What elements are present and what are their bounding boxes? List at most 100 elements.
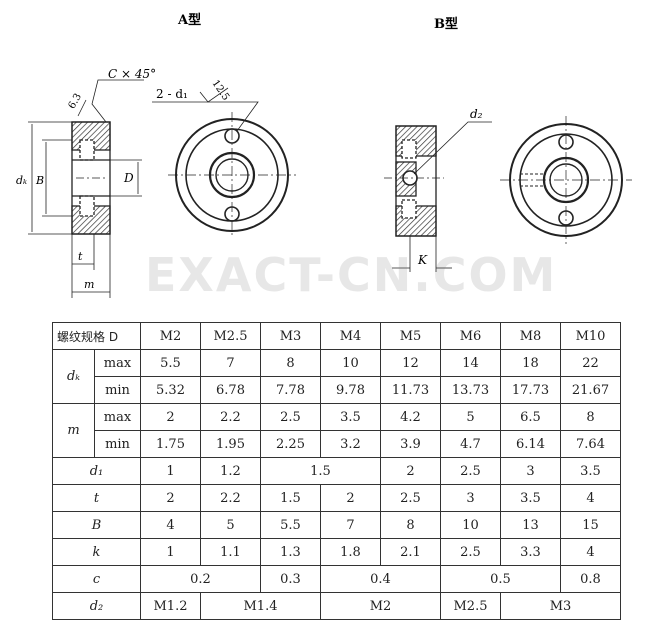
roughness-6-3: 6.3 [67,92,84,111]
dim-d-label: D [123,171,134,185]
table-cell: 2.5 [440,538,501,566]
table-cell: 10 [440,511,501,539]
dim-b-label: B [35,174,44,187]
table-cell: 5 [200,511,261,539]
table-cell: 0.8 [560,565,621,593]
table-cell: 8 [260,349,321,377]
table-cell: 3.5 [320,403,381,431]
m-min-row: min 1.75 1.95 2.25 3.2 3.9 4.7 6.14 7.64 [53,430,621,458]
table-cell: 6.78 [200,376,261,404]
chamfer-label: C × 45° [108,67,156,81]
table-cell: 1.1 [200,538,261,566]
table-cell: 1.8 [320,538,381,566]
table-cell: 3.5 [500,484,561,512]
type-b-title: B型 [434,16,458,32]
size-cell: M10 [560,322,621,350]
table-cell: 11.73 [380,376,441,404]
table-cell: 15 [560,511,621,539]
k-label: k [52,538,141,566]
dk-min-row: min 5.32 6.78 7.78 9.78 11.73 13.73 17.7… [53,376,621,404]
table-cell: 0.4 [320,565,441,593]
dk-label: dₖ [52,349,95,404]
header-row: 螺纹规格 D M2 M2.5 M3 M4 M5 M6 M8 M10 [52,322,621,350]
size-cell: M4 [320,322,381,350]
table-cell: 3 [440,484,501,512]
table-cell: 8 [380,511,441,539]
dim-d2-label: d₂ [470,107,483,121]
holes-label: 2 - d₁ [156,87,188,101]
m-max-label: max [94,403,141,431]
table-cell: 2.2 [200,484,261,512]
size-cell: M2 [140,322,201,350]
table-cell: 4 [560,484,621,512]
type-a-section-view [28,79,144,298]
type-a-title: A型 [177,12,201,28]
table-cell: M2.5 [440,592,501,620]
dk-max-row: dₖ max 5.5 7 8 10 12 14 18 22 [52,349,621,404]
table-cell: 1.2 [200,457,261,485]
table-cell: 22 [560,349,621,377]
t-label: t [52,484,141,512]
type-a-front-view [152,87,296,238]
d1-label: d₁ [52,457,141,485]
dim-t-label: t [78,250,83,263]
table-cell: M2 [320,592,441,620]
table-cell: 1.95 [200,430,261,458]
table-cell: 5 [440,403,501,431]
m-label: m [52,403,95,458]
table-cell: 2.1 [380,538,441,566]
table-cell: 2 [140,484,201,512]
table-cell: 4 [560,538,621,566]
table-cell: 5.5 [140,349,201,377]
dim-dk-label: dₖ [16,174,27,187]
table-cell: 2 [380,457,441,485]
size-cell: M6 [440,322,501,350]
table-cell: 7 [200,349,261,377]
table-cell: 2.5 [440,457,501,485]
table-cell: 3.2 [320,430,381,458]
table-cell: 3.5 [560,457,621,485]
table-cell: 6.5 [500,403,561,431]
table-cell: 1 [140,457,201,485]
table-cell: 18 [500,349,561,377]
table-cell: 1.75 [140,430,201,458]
dim-m-label: m [84,278,94,291]
table-cell: 0.3 [260,565,321,593]
table-cell: 0.5 [440,565,561,593]
table-cell: 13.73 [440,376,501,404]
size-cell: M8 [500,322,561,350]
size-cell: M5 [380,322,441,350]
d2-label: d₂ [52,592,141,620]
table-cell: 4.7 [440,430,501,458]
table-cell: 0.2 [140,565,261,593]
table-cell: 1.5 [260,457,381,485]
table-cell: 4 [140,511,201,539]
watermark: EXACT-CN.COM [145,248,558,302]
b-label: B [52,511,141,539]
table-cell: 8 [560,403,621,431]
c-label: c [52,565,141,593]
table-cell: 4.2 [380,403,441,431]
table-cell: 7.78 [260,376,321,404]
dk-min-label: min [94,376,141,404]
table-cell: 2.5 [260,403,321,431]
t-row: t 2 2.2 1.5 2 2.5 3 3.5 4 [52,484,621,512]
table-cell: 2.5 [380,484,441,512]
table-cell: 9.78 [320,376,381,404]
table-cell: 2.2 [200,403,261,431]
d1-row: d₁ 1 1.2 1.5 2 2.5 3 3.5 [52,457,621,485]
k-row: k 1 1.1 1.3 1.8 2.1 2.5 3.3 4 [52,538,621,566]
type-b-front-view [500,116,632,244]
table-cell: 21.67 [560,376,621,404]
table-cell: 2 [320,484,381,512]
table-cell: 6.14 [500,430,561,458]
table-cell: 3 [500,457,561,485]
table-cell: 7 [320,511,381,539]
table-cell: 1.3 [260,538,321,566]
table-cell: 3.9 [380,430,441,458]
table-cell: 14 [440,349,501,377]
m-min-label: min [94,430,141,458]
type-b-section-view [384,121,492,272]
table-cell: 3.3 [500,538,561,566]
table-cell: 7.64 [560,430,621,458]
